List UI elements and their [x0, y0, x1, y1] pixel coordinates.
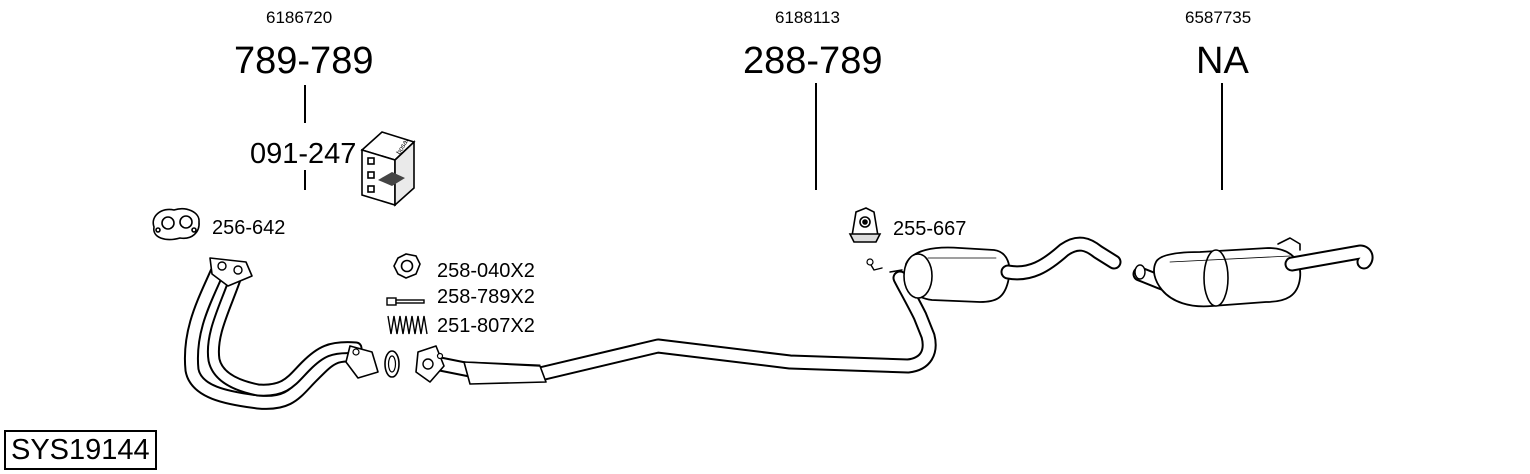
kit-box-icon: bosal: [360, 131, 416, 207]
part-number-mounting-kit[interactable]: 091-247: [250, 138, 357, 170]
spring-icon: [387, 315, 428, 335]
front-pipe-drawing: [183, 257, 400, 410]
middle-pipe-drawing: [415, 236, 1122, 385]
rear-silencer-drawing: [1132, 237, 1374, 308]
oem-number-front: 6186720: [266, 8, 333, 27]
gasket-icon: [152, 207, 200, 241]
nut-icon: [393, 253, 421, 279]
part-number-bolt[interactable]: 258-789X2: [437, 286, 535, 308]
part-number-spring[interactable]: 251-807X2: [437, 315, 535, 337]
leader-lines: [304, 83, 1223, 190]
part-number-rear-silencer[interactable]: NA: [1196, 40, 1249, 82]
oem-number-middle: 6188113: [775, 8, 840, 27]
part-number-gasket[interactable]: 256-642: [212, 217, 286, 239]
rubber-mount-icon: [848, 207, 882, 243]
system-id-label: SYS19144: [4, 430, 157, 470]
oem-number-rear: 6587735: [1185, 8, 1252, 27]
bolt-icon: [386, 297, 425, 306]
part-number-front-pipe[interactable]: 789-789: [234, 40, 374, 82]
part-number-middle-silencer[interactable]: 288-789: [743, 40, 883, 82]
part-number-rubber-mount[interactable]: 255-667: [893, 218, 967, 240]
part-number-nut[interactable]: 258-040X2: [437, 260, 535, 282]
